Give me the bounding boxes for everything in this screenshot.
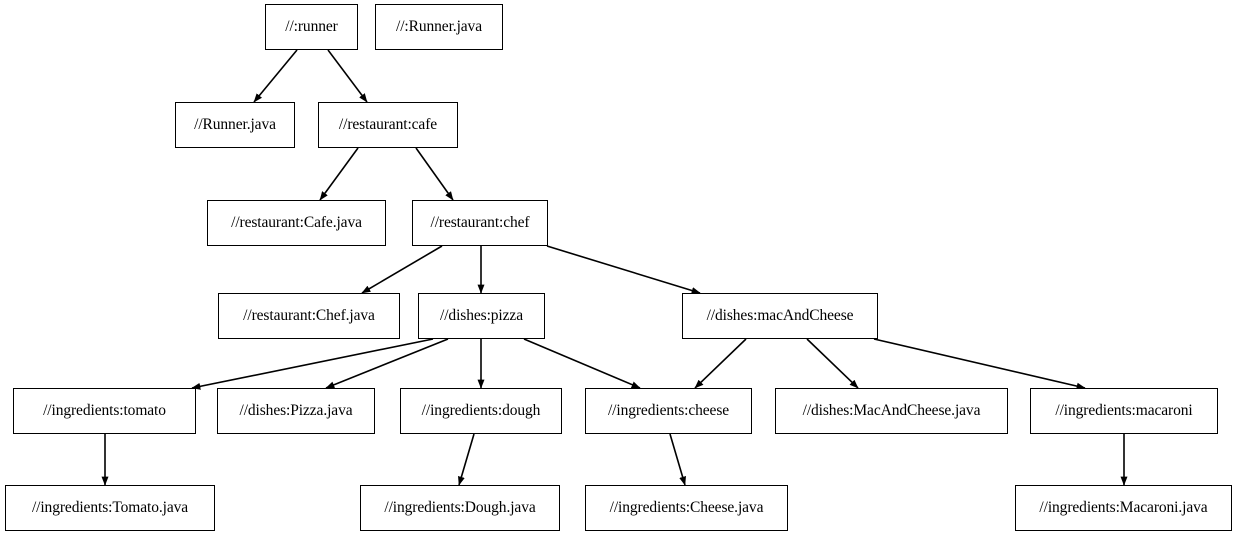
graph-node-runner[interactable]: //:runner — [265, 4, 358, 50]
graph-node-restaurant_chef[interactable]: //restaurant:chef — [412, 200, 548, 246]
graph-node-chef_java[interactable]: //restaurant:Chef.java — [218, 293, 400, 339]
graph-node-ing_macaroni[interactable]: //ingredients:macaroni — [1030, 388, 1218, 434]
graph-node-ing_dough[interactable]: //ingredients:dough — [400, 388, 562, 434]
graph-node-root_runner_java[interactable]: //:Runner.java — [375, 4, 503, 50]
graph-node-mac_java[interactable]: //dishes:MacAndCheese.java — [775, 388, 1008, 434]
graph-node-label: //Runner.java — [194, 116, 276, 134]
graph-node-label: //ingredients:Macaroni.java — [1039, 499, 1208, 517]
graph-node-label: //:runner — [285, 18, 338, 36]
graph-node-label: //dishes:MacAndCheese.java — [802, 402, 981, 420]
graph-node-cheese_java[interactable]: //ingredients:Cheese.java — [585, 485, 788, 531]
graph-node-pizza_java[interactable]: //dishes:Pizza.java — [217, 388, 375, 434]
graph-node-restaurant_cafe[interactable]: //restaurant:cafe — [318, 102, 458, 148]
graph-node-label: //restaurant:chef — [430, 214, 530, 232]
graph-node-label: //restaurant:Cafe.java — [231, 214, 362, 232]
graph-node-runner_java[interactable]: //Runner.java — [175, 102, 295, 148]
graph-node-label: //ingredients:Cheese.java — [609, 499, 764, 517]
graph-node-cafe_java[interactable]: //restaurant:Cafe.java — [207, 200, 386, 246]
graph-node-macaroni_java[interactable]: //ingredients:Macaroni.java — [1015, 485, 1232, 531]
graph-node-label: //ingredients:dough — [421, 402, 541, 420]
graph-node-label: //restaurant:cafe — [338, 116, 438, 134]
graph-node-label: //ingredients:cheese — [607, 402, 730, 420]
graph-node-label: //restaurant:Chef.java — [243, 307, 375, 325]
graph-node-dishes_pizza[interactable]: //dishes:pizza — [418, 293, 545, 339]
graph-node-label: //dishes:Pizza.java — [239, 402, 353, 420]
graph-node-label: //dishes:macAndCheese — [706, 307, 854, 325]
graph-node-dough_java[interactable]: //ingredients:Dough.java — [360, 485, 560, 531]
graph-node-ing_tomato[interactable]: //ingredients:tomato — [13, 388, 196, 434]
graph-node-ing_cheese[interactable]: //ingredients:cheese — [585, 388, 752, 434]
graph-node-label: //ingredients:Dough.java — [384, 499, 536, 517]
graph-node-label: //ingredients:tomato — [43, 402, 166, 420]
graph-node-label: //ingredients:macaroni — [1055, 402, 1193, 420]
graph-node-dishes_mac[interactable]: //dishes:macAndCheese — [682, 293, 878, 339]
graph-node-label: //dishes:pizza — [440, 307, 523, 325]
graph-node-tomato_java[interactable]: //ingredients:Tomato.java — [5, 485, 215, 531]
graph-node-label: //:Runner.java — [396, 18, 482, 36]
graph-node-label: //ingredients:Tomato.java — [31, 499, 189, 517]
